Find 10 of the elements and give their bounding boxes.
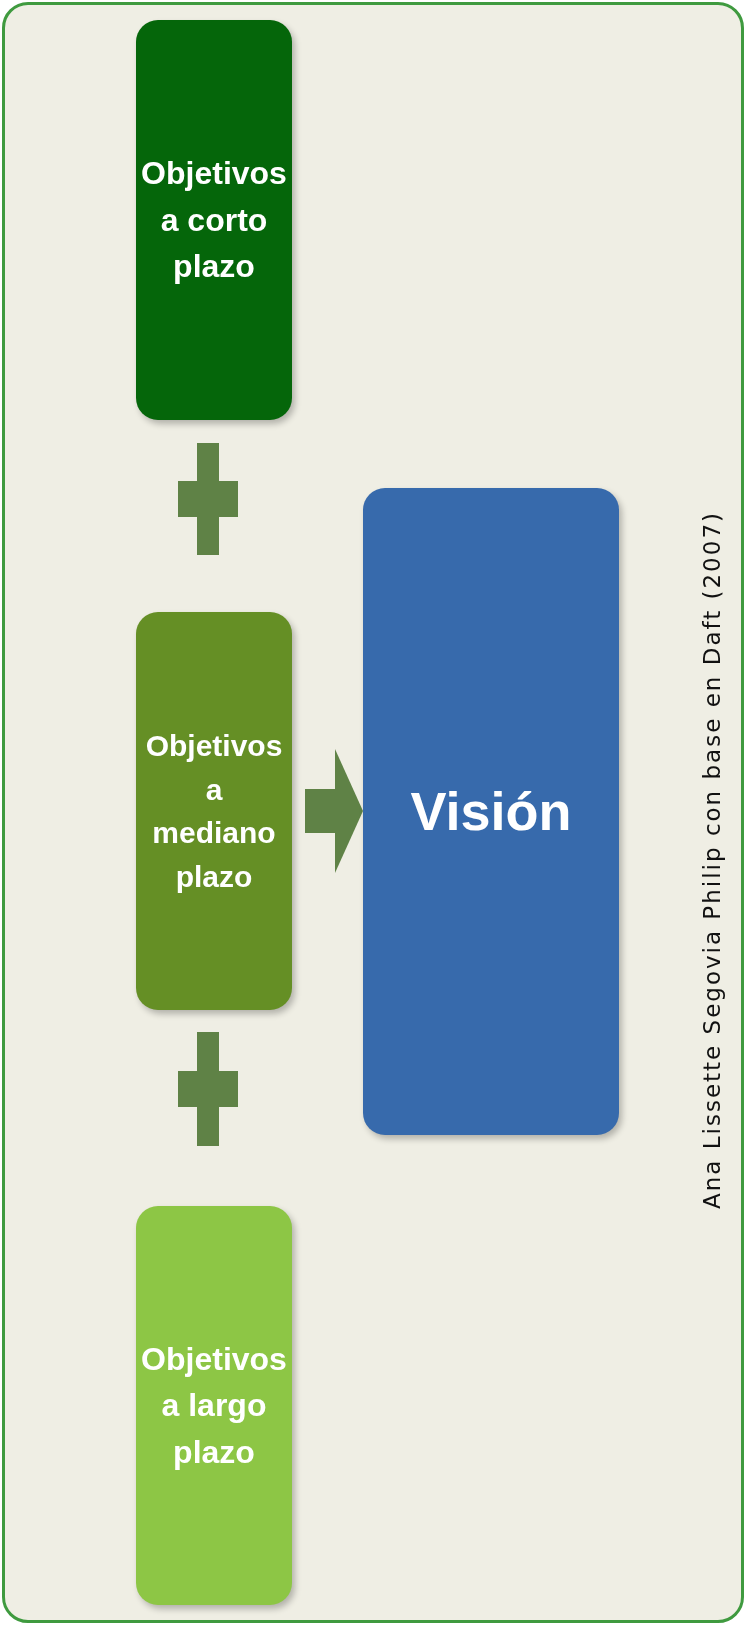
box-text: Objetivos a corto plazo	[141, 154, 287, 287]
box-text: Objetivos a mediano plazo	[144, 728, 284, 895]
process-box	[136, 20, 292, 420]
process-box	[136, 612, 292, 1010]
box-text: Objetivos a largo plazo	[141, 1339, 287, 1472]
process-box	[363, 488, 619, 1135]
process-box	[136, 1206, 292, 1605]
credit-text: Ana Lissette Segovia Philip con base en Daft (2007)	[699, 511, 725, 1209]
box-text: Visión	[410, 780, 572, 844]
block-arrow	[305, 749, 363, 873]
